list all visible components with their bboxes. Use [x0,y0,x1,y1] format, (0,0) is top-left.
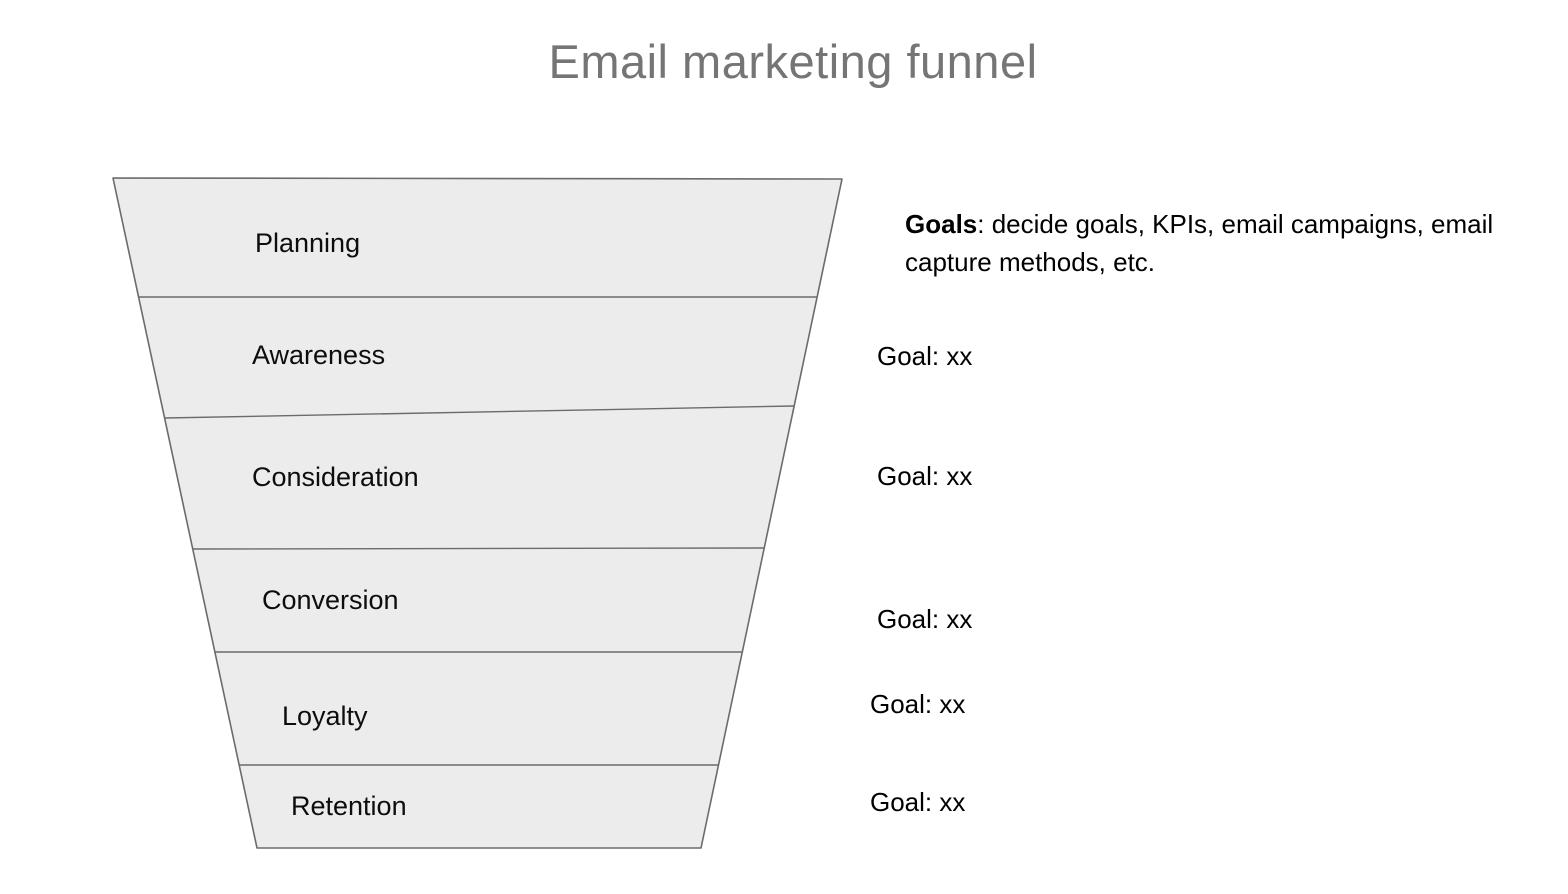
goals-note-rest: : decide goals, KPIs, email campaigns, e… [905,209,1494,277]
goal-annotation-retention: Goal: xx [870,787,966,817]
funnel-stage-label-retention: Retention [291,791,407,821]
goals-note-lead: Goals [905,209,978,239]
funnel-stage-label-awareness: Awareness [252,340,386,370]
funnel-stage-label-planning: Planning [255,228,361,258]
page-title: Email marketing funnel [548,35,1038,88]
goal-annotation-consideration: Goal: xx [877,461,973,491]
funnel-stage-label-loyalty: Loyalty [282,701,368,731]
funnel-shape [112,177,843,849]
goal-annotation-awareness: Goal: xx [877,341,973,371]
funnel-stage-label-conversion: Conversion [262,585,399,615]
goals-note: Goals: decide goals, KPIs, email campaig… [905,205,1500,281]
goal-annotation-conversion: Goal: xx [877,604,973,634]
funnel-stage-label-consideration: Consideration [252,462,419,492]
funnel-divider-consideration-conversion [192,547,765,550]
goal-annotation-loyalty: Goal: xx [870,689,966,719]
funnel-divider-awareness-consideration [164,405,795,419]
